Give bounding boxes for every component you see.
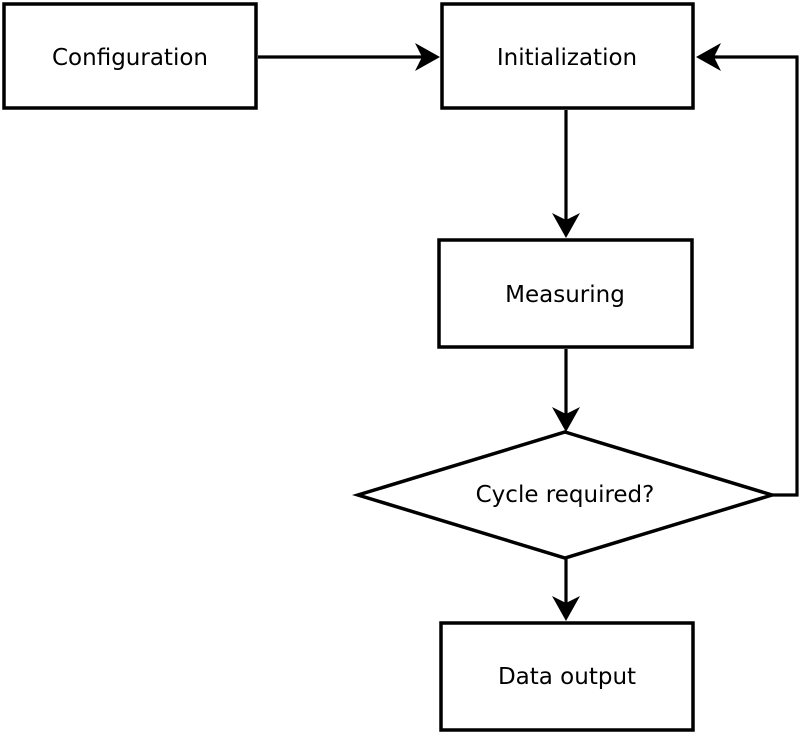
edge-decision-to-initialization-feedback-arrowhead-icon: [696, 43, 721, 71]
node-initialization-label: Initialization: [497, 45, 637, 71]
node-initialization-shape: [440, 2, 695, 110]
node-measuring: Measuring: [437, 238, 694, 349]
node-initialization: Initialization: [440, 2, 695, 110]
edge-initialization-to-measuring-arrowhead-icon: [552, 213, 580, 238]
node-configuration-label: Configuration: [52, 45, 208, 71]
edge-decision-to-initialization-feedback: [696, 43, 799, 497]
node-measuring-shape: [437, 238, 694, 349]
edge-initialization-to-measuring: [552, 110, 580, 238]
node-measuring-label: Measuring: [505, 282, 625, 308]
node-configuration-shape: [2, 2, 258, 110]
node-configuration: Configuration: [2, 2, 258, 110]
node-data-output: Data output: [439, 621, 695, 732]
edge-configuration-to-initialization: [258, 43, 440, 71]
edge-measuring-to-decision-arrowhead-icon: [552, 407, 580, 432]
node-data-output-label: Data output: [498, 664, 636, 690]
edge-decision-to-data-output-arrowhead-icon: [552, 596, 580, 621]
node-cycle-required-label: Cycle required?: [476, 482, 655, 508]
edge-configuration-to-initialization-arrowhead-icon: [415, 43, 440, 71]
edge-measuring-to-decision: [552, 349, 580, 432]
node-cycle-required: Cycle required?: [351, 430, 779, 560]
node-data-output-shape: [439, 621, 695, 732]
edge-decision-to-initialization-feedback-line: [712, 55, 799, 497]
node-cycle-required-shape: [351, 430, 779, 560]
edge-decision-to-data-output: [552, 558, 580, 621]
